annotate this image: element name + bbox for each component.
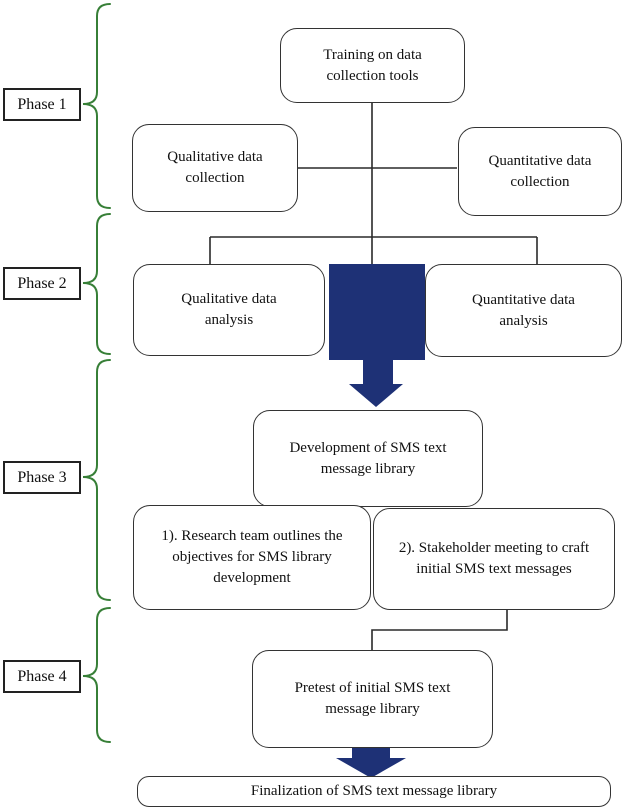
node-step2-text: 2). Stakeholder meeting to craft initial… [398, 540, 590, 577]
phase-1-label: Phase 1 [3, 88, 81, 121]
node-qualitative-analysis: Qualitative data analysis [133, 264, 325, 356]
node-step2: 2). Stakeholder meeting to craft initial… [373, 508, 615, 610]
node-quantitative-collection: Quantitative data collection [458, 127, 622, 216]
node-development: Development of SMS text message library [253, 410, 483, 507]
node-qualitative-analysis-text: Qualitative data analysis [181, 291, 277, 328]
phase-4-brace [82, 607, 111, 743]
phase-3-label: Phase 3 [3, 461, 81, 494]
small-down-arrow [336, 747, 406, 778]
node-training: Training on data collection tools [280, 28, 465, 103]
phase-3-label-text: Phase 3 [17, 468, 67, 486]
phase-3-brace [82, 359, 111, 601]
node-qualitative-collection-text: Qualitative data collection [167, 149, 263, 186]
node-finalization: Finalization of SMS text message library [137, 776, 611, 807]
node-step1-text: 1). Research team outlines the objective… [161, 528, 343, 586]
node-finalization-text: Finalization of SMS text message library [250, 783, 498, 800]
phase-2-label: Phase 2 [3, 267, 81, 300]
phase-4-label: Phase 4 [3, 660, 81, 693]
node-quantitative-collection-text: Quantitative data collection [488, 152, 592, 190]
phase-1-label-text: Phase 1 [17, 95, 67, 113]
node-quantitative-analysis: Quantitative data analysis [425, 264, 622, 357]
node-step1: 1). Research team outlines the objective… [133, 505, 371, 610]
phase-1-brace [82, 3, 111, 209]
node-quantitative-analysis-text: Quantitative data analysis [472, 291, 575, 329]
node-qualitative-collection: Qualitative data collection [132, 124, 298, 212]
phase-2-label-text: Phase 2 [17, 274, 67, 292]
node-pretest: Pretest of initial SMS text message libr… [252, 650, 493, 748]
node-pretest-text: Pretest of initial SMS text message libr… [294, 680, 451, 717]
node-development-text: Development of SMS text message library [289, 439, 447, 477]
step2-to-pretest-elbow [371, 609, 508, 651]
phase-4-label-text: Phase 4 [17, 667, 67, 685]
node-training-text: Training on data collection tools [323, 46, 422, 84]
big-down-arrow [329, 264, 425, 407]
phase-2-brace [82, 213, 111, 355]
